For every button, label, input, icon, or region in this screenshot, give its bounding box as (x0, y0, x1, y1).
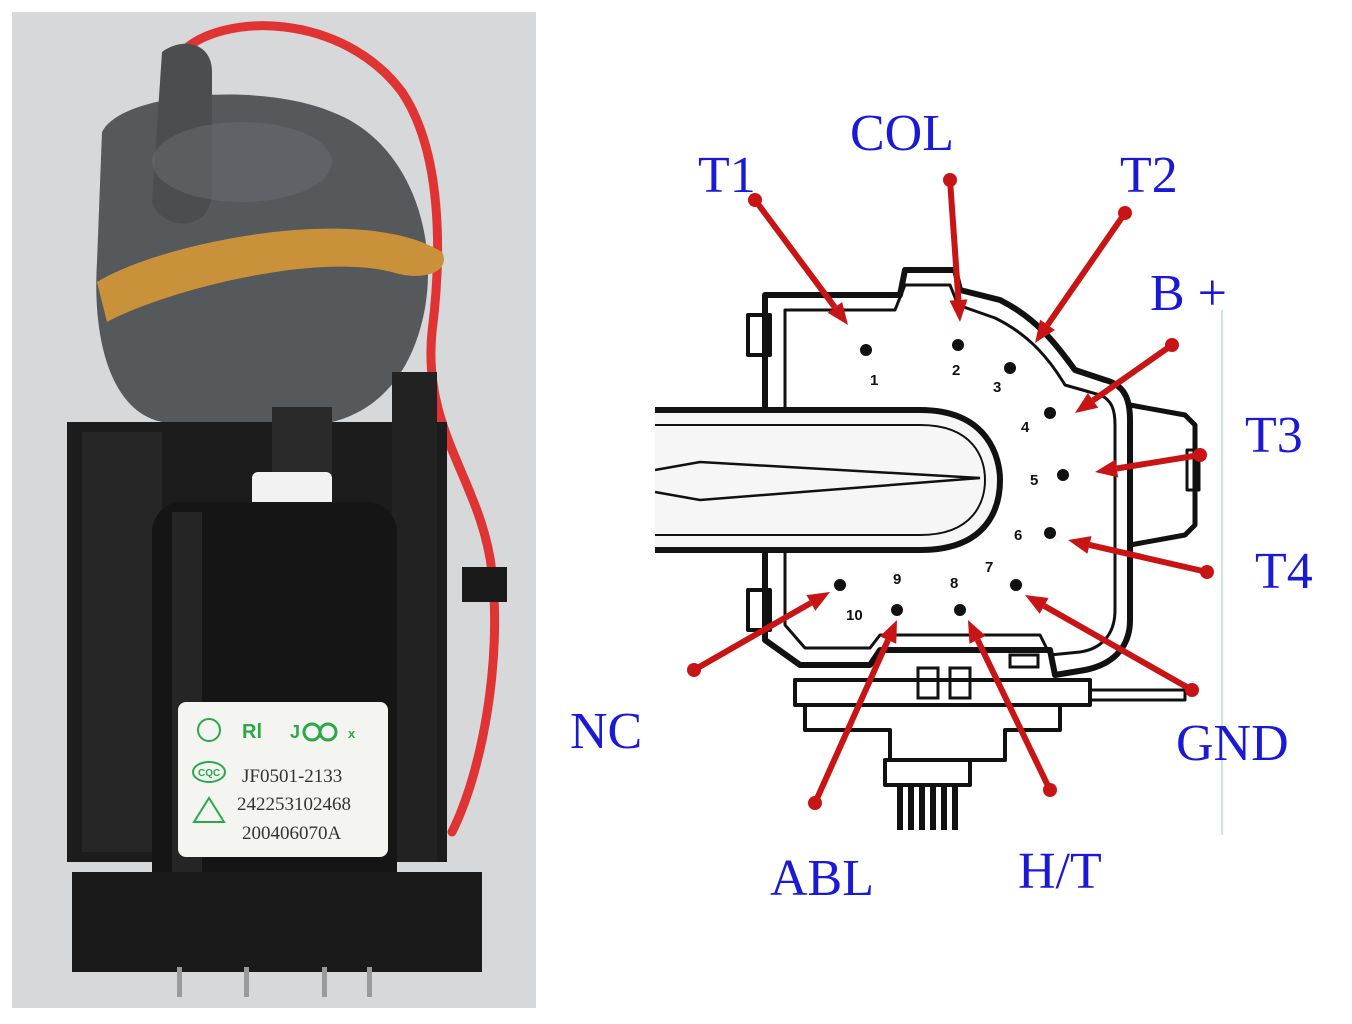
product-sticker: Rl J x CQC JF0501-2133 242253102468 2004… (178, 702, 388, 857)
arrow-3 (1035, 206, 1132, 343)
pin-number-10: 10 (846, 607, 863, 624)
safety-logo-icon (192, 796, 226, 823)
sii-logo-icon (197, 718, 221, 742)
arrow-5 (1095, 448, 1207, 478)
label-gnd: GND (1176, 715, 1289, 772)
label-t3: T3 (1245, 407, 1303, 464)
pin-dots (834, 339, 1069, 616)
arrow-6 (1068, 536, 1214, 579)
label-col: COL (850, 105, 954, 162)
arrow-8 (968, 620, 1057, 797)
base (72, 872, 482, 972)
pin-number-2: 2 (952, 362, 960, 379)
brand-logo: J (290, 722, 300, 742)
pin (367, 967, 372, 997)
brand-logo-mark (318, 722, 338, 742)
arrow-10 (687, 592, 830, 677)
dome-highlight (152, 122, 332, 202)
pin-dot-1 (860, 344, 872, 356)
sticker-model: JF0501-2133 (242, 766, 342, 787)
pin-number-1: 1 (870, 372, 878, 389)
pin-dot-3 (1004, 362, 1016, 374)
red-hv-wire (177, 21, 500, 837)
pin-number-4: 4 (1021, 419, 1030, 436)
pin (244, 967, 249, 997)
cqc-logo-icon (192, 761, 226, 783)
label-abl: ABL (770, 850, 874, 907)
rubber-band (97, 228, 444, 322)
arrow-9 (808, 620, 897, 810)
pin-dot-6 (1044, 527, 1056, 539)
base-pins (897, 785, 958, 830)
label-t1: T1 (698, 147, 756, 204)
pin-dot-10 (834, 579, 846, 591)
pin-number-5: 5 (1030, 472, 1038, 489)
pin-number-7: 7 (985, 559, 993, 576)
transformer-outline (746, 267, 1201, 787)
hv-lead (654, 407, 1004, 553)
pin-numbers: 1 2 3 4 5 6 7 8 9 10 (846, 362, 1038, 624)
brand-logo-x: x (348, 726, 356, 741)
pin-dot-9 (891, 604, 903, 616)
pin-dot-7 (1010, 579, 1022, 591)
label-t4: T4 (1255, 543, 1313, 600)
label-nc: NC (570, 703, 642, 760)
pin-number-8: 8 (950, 575, 958, 592)
pin-number-3: 3 (993, 379, 1001, 396)
arrow-1 (748, 193, 848, 325)
side-clip (462, 567, 507, 602)
arrow-4 (1075, 338, 1179, 413)
arrow-2 (943, 173, 968, 322)
pin-number-6: 6 (1014, 527, 1022, 544)
pin-dot-8 (954, 604, 966, 616)
pin-number-9: 9 (893, 571, 901, 588)
flyback-transformer-photo: Rl J x CQC JF0501-2133 242253102468 2004… (12, 12, 536, 1008)
pin-dot-4 (1044, 407, 1056, 419)
sticker-date-code: 200406070A (242, 823, 342, 844)
base-tabs (916, 653, 1040, 700)
label-b-plus: B + (1150, 265, 1227, 322)
label-t2: T2 (1120, 147, 1178, 204)
pin-dot-5 (1057, 469, 1069, 481)
label-ht: H/T (1018, 843, 1102, 900)
cqc-logo-text: CQC (198, 768, 220, 779)
pin-arrows (687, 173, 1214, 810)
core-left (82, 432, 162, 852)
pin-dot-2 (952, 339, 964, 351)
arrow-7 (1025, 595, 1199, 697)
sticker-serial: 242253102468 (237, 794, 351, 815)
core-right (392, 372, 437, 862)
pin (177, 967, 182, 997)
pin (322, 967, 327, 997)
ul-logo: Rl (242, 721, 262, 743)
